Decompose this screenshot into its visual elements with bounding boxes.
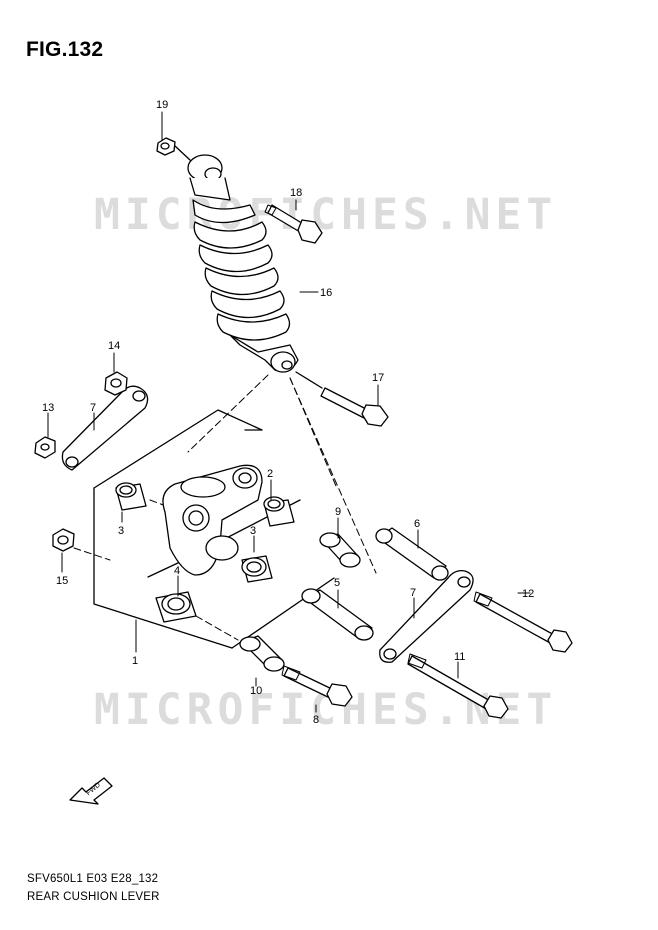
bolt-8[interactable] — [281, 665, 353, 707]
bolt-17[interactable] — [320, 387, 389, 427]
spacer-6[interactable] — [375, 527, 449, 581]
needle-bearing-4[interactable] — [155, 591, 197, 623]
link-rod-7-upper[interactable] — [61, 385, 149, 471]
callout-11: 11 — [454, 651, 465, 663]
callout-16: 16 — [320, 287, 332, 299]
callout-17: 17 — [372, 372, 384, 384]
callout-14: 14 — [108, 340, 120, 352]
needle-bearing-3-left[interactable] — [115, 482, 147, 511]
callout-6: 6 — [414, 518, 420, 530]
callout-4: 4 — [174, 565, 180, 577]
callout-3-right: 3 — [250, 525, 256, 537]
nut-14[interactable] — [104, 371, 128, 396]
watermark-top: MICROFICHES.NET — [94, 190, 558, 240]
spacer-9[interactable] — [319, 532, 361, 568]
bolt-18[interactable] — [264, 204, 323, 244]
callout-7-upper: 7 — [90, 402, 96, 414]
needle-bearing-2[interactable] — [263, 496, 295, 527]
figure-title: FIG.132 — [26, 38, 104, 61]
callout-2: 2 — [267, 468, 273, 480]
needle-bearing-3-right[interactable] — [241, 555, 273, 583]
callout-12: 12 — [522, 588, 534, 600]
spacer-5[interactable] — [301, 588, 374, 641]
spacer-10[interactable] — [239, 635, 285, 672]
nut-15[interactable] — [52, 528, 75, 552]
callout-1: 1 — [132, 655, 138, 667]
shock-leader-lines — [73, 374, 377, 641]
callout-19: 19 — [156, 99, 168, 111]
callout-7-lower: 7 — [410, 587, 416, 599]
callout-13: 13 — [42, 402, 54, 414]
fwd-arrow-icon: FWD — [69, 777, 113, 805]
callout-8: 8 — [313, 714, 319, 726]
lever-assembly-outline — [93, 409, 335, 649]
figure-description: REAR CUSHION LEVER — [27, 891, 160, 903]
nut-13[interactable] — [34, 436, 56, 459]
rear-shock-absorber[interactable] — [187, 154, 299, 373]
nut-19[interactable] — [156, 137, 176, 156]
cushion-lever[interactable] — [162, 464, 263, 576]
link-rod-7-lower[interactable] — [379, 570, 474, 663]
bolt-11[interactable] — [407, 653, 509, 719]
callout-labels: 19 18 16 17 14 7 13 3 2 3 9 6 4 5 15 7 1… — [42, 99, 534, 726]
callout-10: 10 — [250, 685, 262, 697]
callout-18: 18 — [290, 187, 302, 199]
callout-15: 15 — [56, 575, 68, 587]
callout-9: 9 — [335, 506, 341, 518]
bolt-12[interactable] — [473, 591, 573, 653]
figure-code: SFV650L1 E03 E28_132 — [27, 873, 159, 885]
callout-leaders — [47, 111, 531, 713]
callout-3-left: 3 — [118, 525, 124, 537]
callout-5: 5 — [334, 577, 340, 589]
